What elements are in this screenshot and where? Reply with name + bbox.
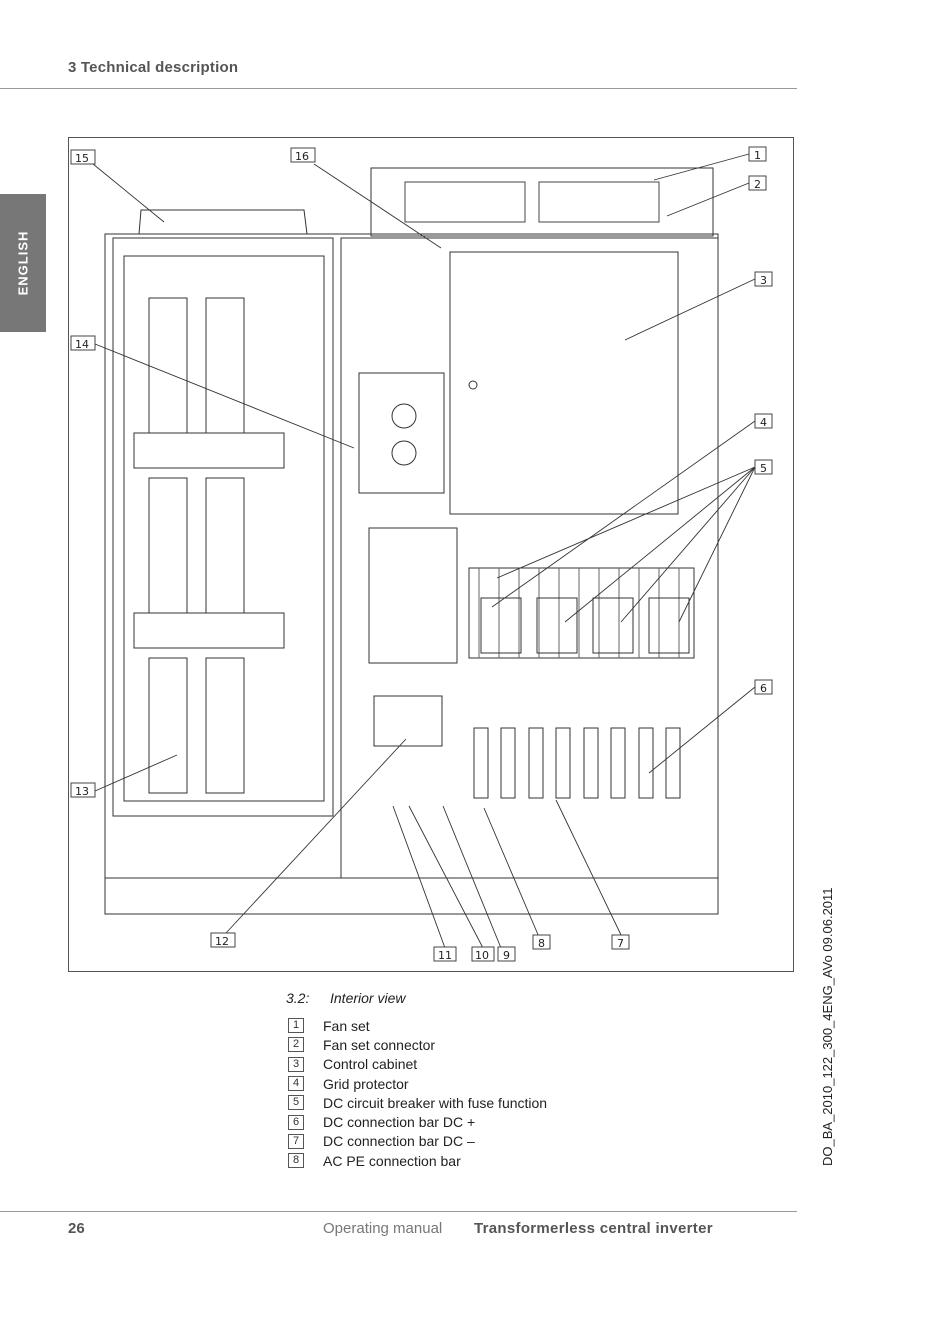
legend-item: 3 Control cabinet: [288, 1055, 547, 1074]
svg-text:9: 9: [503, 949, 510, 962]
header-divider: [0, 88, 797, 89]
interior-view-figure: 15 16 1 2 3 14 4 5 6 13 12 11 10 9 8 7: [68, 137, 794, 972]
language-tab: ENGLISH: [0, 194, 46, 332]
legend-label: DC circuit breaker with fuse function: [323, 1094, 548, 1111]
callout-15: [70, 149, 96, 165]
legend-label: Control cabinet: [323, 1056, 418, 1073]
callout-6: [754, 679, 773, 695]
svg-text:16: 16: [295, 150, 309, 163]
callout-1: [748, 146, 767, 162]
callout-14: [70, 335, 96, 351]
svg-text:7: 7: [617, 937, 624, 950]
footer-product-name: Transformerless central inverter: [474, 1220, 713, 1237]
section-header-title: 3 Technical description: [68, 59, 239, 76]
legend-label: Grid protector: [323, 1075, 409, 1092]
language-tab-label: ENGLISH: [15, 230, 31, 296]
callout-9: [497, 946, 516, 962]
grid-protector-shape: [368, 527, 458, 664]
footer-manual-label: Operating manual: [323, 1220, 443, 1237]
svg-text:14: 14: [75, 338, 89, 351]
legend-number: 3: [288, 1056, 304, 1072]
legend-number: 1: [288, 1018, 304, 1034]
cabinet-outline: [104, 233, 719, 915]
svg-text:1: 1: [754, 149, 761, 162]
legend-label: Fan set: [323, 1017, 370, 1034]
figure-title: Interior view: [330, 990, 406, 1006]
svg-text:12: 12: [215, 935, 229, 948]
svg-text:8: 8: [538, 937, 545, 950]
legend-label: DC connection bar DC +: [323, 1114, 476, 1131]
legend-number: 4: [288, 1076, 304, 1092]
legend-item: 1 Fan set: [288, 1016, 547, 1035]
page-number: 26: [68, 1220, 85, 1237]
legend-item: 7 DC connection bar DC –: [288, 1132, 547, 1151]
figure-caption: 3.2: Interior view: [286, 990, 405, 1006]
cabinet-drawing: 15 16 1 2 3 14 4 5 6 13 12 11 10 9 8 7: [70, 146, 773, 962]
svg-text:15: 15: [75, 152, 89, 165]
callout-4: [754, 413, 773, 429]
control-cabinet-box: [449, 251, 679, 515]
legend-label: DC connection bar DC –: [323, 1133, 475, 1150]
legend-item: 8 AC PE connection bar: [288, 1151, 547, 1170]
callout-7: [611, 934, 630, 950]
svg-text:13: 13: [75, 785, 89, 798]
callout-13: [70, 782, 96, 798]
footer-divider: [0, 1211, 797, 1212]
legend-number: 7: [288, 1133, 304, 1149]
callout-3: [754, 271, 773, 287]
svg-text:10: 10: [475, 949, 489, 962]
legend-item: 5 DC circuit breaker with fuse function: [288, 1093, 547, 1112]
svg-text:3: 3: [760, 274, 767, 287]
svg-text:2: 2: [754, 178, 761, 191]
callout-8: [532, 934, 551, 950]
svg-text:6: 6: [760, 682, 767, 695]
callout-5: [754, 459, 773, 475]
svg-text:11: 11: [438, 949, 452, 962]
callout-12: [210, 932, 236, 948]
document-id-vertical: DO_BA_2010_122_300_4ENG_AVo 09.06.2011: [820, 887, 835, 1166]
figure-number: 3.2:: [286, 990, 310, 1006]
legend-item: 4 Grid protector: [288, 1074, 547, 1093]
legend-number: 8: [288, 1153, 304, 1169]
callout-2: [748, 175, 767, 191]
legend-number: 5: [288, 1095, 304, 1111]
figure-legend: 1 Fan set 2 Fan set connector 3 Control cab…: [288, 1016, 547, 1170]
callout-10: [471, 946, 495, 962]
legend-number: 2: [288, 1037, 304, 1053]
callout-11: [433, 946, 457, 962]
svg-text:5: 5: [760, 462, 767, 475]
legend-number: 6: [288, 1114, 304, 1130]
callout-labels: 15 16 1 2 3 14 4 5 6 13 12 11 10 9 8 7: [70, 146, 773, 962]
legend-label: Fan set connector: [323, 1036, 436, 1053]
legend-item: 2 Fan set connector: [288, 1035, 547, 1054]
legend-item: 6 DC connection bar DC +: [288, 1112, 547, 1131]
callout-16: [290, 147, 316, 163]
legend-label: AC PE connection bar: [323, 1152, 461, 1169]
svg-text:4: 4: [760, 416, 767, 429]
